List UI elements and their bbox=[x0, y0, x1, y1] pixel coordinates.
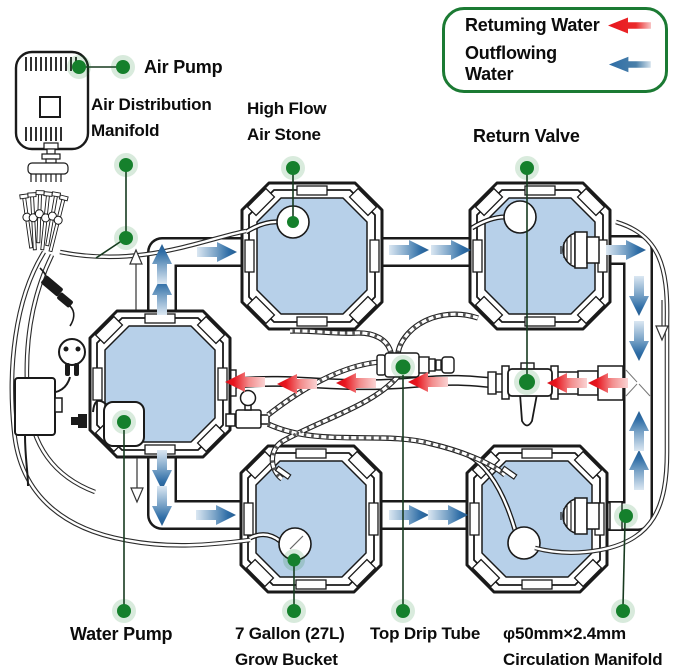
label-grow-bucket: 7 Gallon (27L) Grow Bucket bbox=[235, 621, 345, 669]
air-hoses bbox=[9, 219, 670, 555]
drip-tubes bbox=[266, 311, 518, 482]
label-air-distribution-manifold-line2: Manifold bbox=[91, 121, 160, 140]
callout-dots bbox=[67, 55, 638, 623]
bucket-bottom-middle bbox=[239, 444, 383, 594]
legend-returning-label: Retuming Water bbox=[465, 15, 600, 35]
label-grow-bucket-line2: Grow Bucket bbox=[235, 650, 338, 669]
drain-valve-left-bucket bbox=[225, 389, 270, 429]
legend-box: Retuming Water Outflowing Water bbox=[442, 7, 668, 93]
label-water-pump: Water Pump bbox=[70, 624, 173, 644]
legend-row-outflowing: Outflowing Water bbox=[465, 43, 653, 85]
return-valve-illustration bbox=[487, 362, 624, 427]
air-distribution-manifold-illustration bbox=[19, 142, 69, 253]
label-circulation-manifold-line1: φ50mm×2.4mm bbox=[503, 624, 626, 643]
legend-outflowing-label: Outflowing Water bbox=[465, 43, 557, 84]
power-cord-assembly bbox=[14, 267, 86, 487]
returning-water-arrow-icon bbox=[608, 17, 651, 34]
air-flow-arrows bbox=[129, 248, 669, 504]
air-stone-top-right bbox=[503, 200, 537, 234]
cord-connector bbox=[41, 275, 73, 308]
drip-manifold-fitting bbox=[376, 352, 455, 378]
label-return-valve: Return Valve bbox=[473, 126, 580, 146]
label-high-flow-air-stone-line1: High Flow bbox=[247, 99, 327, 118]
label-air-pump: Air Pump bbox=[144, 57, 223, 77]
bucket-top-middle bbox=[240, 181, 384, 331]
label-air-distribution-manifold-line1: Air Distribution bbox=[91, 95, 212, 114]
label-air-distribution-manifold: Air Distribution Manifold bbox=[91, 92, 212, 144]
outflowing-water-arrow-icon bbox=[609, 56, 652, 72]
power-adapter-box bbox=[14, 377, 63, 436]
callout-lines bbox=[79, 66, 626, 607]
label-high-flow-air-stone: High Flow Air Stone bbox=[247, 96, 327, 148]
legend-row-returning: Retuming Water bbox=[465, 15, 653, 36]
label-top-drip-tube: Top Drip Tube bbox=[370, 624, 481, 643]
air-stone-bottom-right bbox=[507, 526, 541, 560]
label-circulation-manifold-line2: Circulation Manifold bbox=[503, 650, 663, 669]
label-grow-bucket-line1: 7 Gallon (27L) bbox=[235, 624, 345, 643]
power-plug-icon bbox=[58, 338, 86, 376]
manifold-valve-cluster bbox=[19, 190, 69, 253]
label-circulation-manifold: φ50mm×2.4mm Circulation Manifold bbox=[503, 621, 663, 669]
label-high-flow-air-stone-line2: Air Stone bbox=[247, 125, 321, 144]
